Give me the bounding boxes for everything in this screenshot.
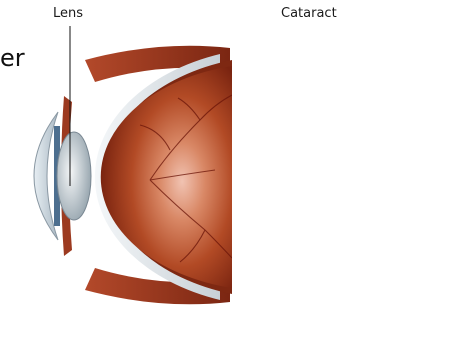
cropped-text-fragment: er: [0, 46, 25, 70]
retina: [333, 66, 460, 288]
clear-lens: [57, 132, 91, 220]
cataract-eye: [266, 26, 460, 304]
iris: [286, 126, 292, 226]
normal-eye: [34, 26, 232, 304]
cornea: [266, 112, 290, 240]
sclera: [327, 54, 452, 300]
choroid: [336, 60, 460, 294]
lower-muscle: [317, 268, 460, 304]
blood-vessels: [372, 95, 460, 262]
cloudy-lens: [289, 132, 323, 220]
ciliary-body: [293, 96, 304, 256]
cataract-label: Cataract: [281, 6, 337, 21]
upper-muscle: [317, 46, 460, 82]
lens-label: Lens: [53, 6, 83, 21]
